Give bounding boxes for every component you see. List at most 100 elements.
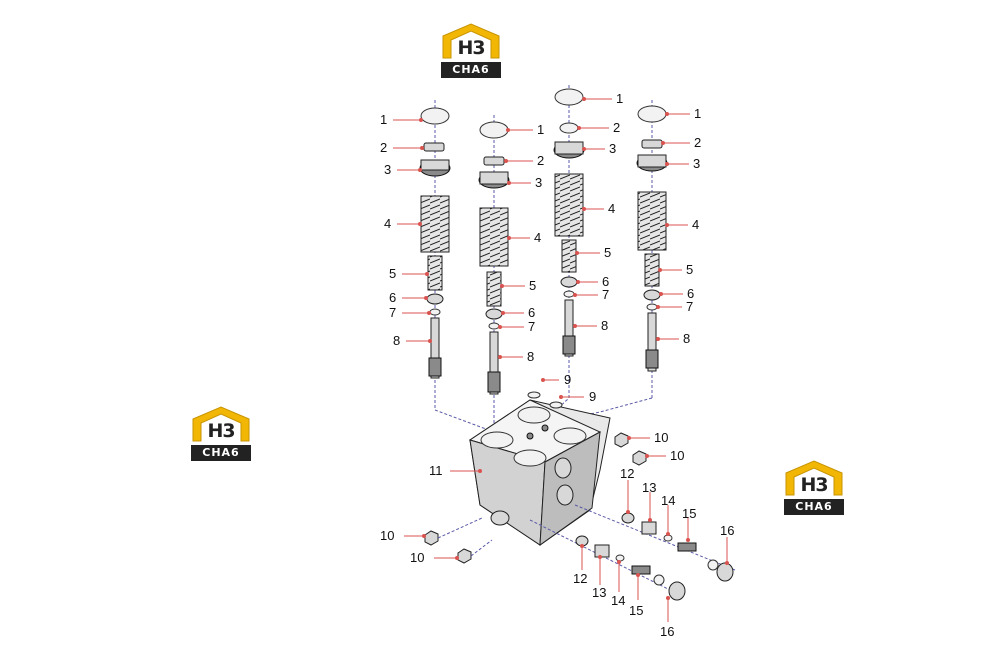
outer-spring: [637, 191, 667, 251]
callout-14: 14: [611, 593, 625, 608]
spool-end: [562, 335, 576, 355]
spring-seat-body: [637, 154, 667, 168]
pilot-hole: [526, 432, 534, 440]
callouts-column-a: 1 2 3 4 5 6 7 8: [380, 112, 432, 348]
callout-5: 5: [389, 266, 396, 281]
plug-seat: [549, 401, 563, 409]
logo-mark: H3: [207, 420, 235, 442]
spring-seat-body: [479, 171, 509, 185]
spring-seat-body: [554, 141, 584, 155]
logo-caption: CHA6: [441, 62, 501, 78]
poppet: [677, 542, 697, 552]
port: [517, 406, 551, 424]
logo-mark: H3: [800, 474, 828, 496]
valve-column-b: [478, 115, 510, 400]
port: [553, 427, 587, 445]
o-ring: [479, 121, 509, 139]
callout-15: 15: [682, 506, 696, 521]
logo-caption: CHA6: [784, 499, 844, 515]
outer-spring: [554, 173, 584, 237]
callout-6: 6: [687, 286, 694, 301]
callouts-column-d: 1 2 3 4 5 6 7 8: [656, 106, 701, 346]
o-ring: [554, 88, 584, 106]
ring: [615, 554, 625, 562]
callout-10: 10: [410, 550, 424, 565]
callout-8: 8: [527, 349, 534, 364]
front-port: [490, 510, 510, 526]
logo-mark: H3: [457, 37, 485, 59]
callout-7: 7: [389, 305, 396, 320]
callout-2: 2: [380, 140, 387, 155]
port: [513, 449, 547, 467]
retainer-plate: [559, 122, 579, 134]
callout-3: 3: [384, 162, 391, 177]
callout-2: 2: [694, 135, 701, 150]
callout-8: 8: [683, 331, 690, 346]
spool: [489, 331, 499, 395]
callout-6: 6: [602, 274, 609, 289]
callouts-column-b: 1 2 3 4 5 6 7 8: [498, 122, 544, 364]
callout-13: 13: [592, 585, 606, 600]
washer: [560, 276, 578, 288]
callout-11: 11: [429, 463, 443, 478]
callout-7: 7: [686, 299, 693, 314]
spool-end: [428, 357, 442, 377]
outer-spring: [479, 207, 509, 267]
spring-seat-body: [420, 159, 450, 171]
retainer-plate: [641, 139, 663, 149]
callout-10: 10: [654, 430, 668, 445]
callout-8: 8: [393, 333, 400, 348]
side-port: [554, 457, 572, 479]
callout-1: 1: [694, 106, 701, 121]
pilot-hole: [541, 424, 549, 432]
plug: [632, 450, 647, 466]
washer: [485, 308, 503, 320]
callout-7: 7: [528, 319, 535, 334]
house-roof-icon: [442, 23, 500, 59]
cap-plug: [668, 581, 686, 601]
outer-spring: [420, 195, 450, 253]
callout-12: 12: [573, 571, 587, 586]
plug-seat: [527, 391, 541, 399]
sleeve: [594, 544, 610, 558]
callout-16: 16: [660, 624, 674, 639]
shim: [488, 322, 500, 330]
valve-column-a: [419, 100, 451, 380]
inner-spring: [644, 253, 660, 287]
callout-9: 9: [589, 389, 596, 404]
plug: [614, 432, 629, 448]
callout-4: 4: [692, 217, 699, 232]
callout-1: 1: [537, 122, 544, 137]
callout-8: 8: [601, 318, 608, 333]
callout-15: 15: [629, 603, 643, 618]
callout-5: 5: [529, 278, 536, 293]
callouts-body: 9 9 11: [429, 372, 596, 478]
callout-6: 6: [389, 290, 396, 305]
relief-valve-upper: [574, 504, 736, 582]
callouts-upper-valve: 12 13 14 15 16: [620, 466, 734, 565]
port: [480, 431, 514, 449]
plugs: [424, 432, 647, 564]
sleeve: [641, 521, 657, 535]
callouts-plugs: 10 10 10 10: [380, 430, 684, 565]
cap-plug: [716, 562, 734, 582]
callout-9: 9: [564, 372, 571, 387]
brand-logo-top: H3 CHA6: [441, 22, 501, 78]
inner-spring: [427, 255, 443, 291]
washer: [643, 289, 661, 301]
house-roof-icon: [192, 406, 250, 442]
brand-logo-left: H3 CHA6: [191, 405, 251, 461]
spool-end: [487, 371, 501, 393]
washer: [426, 293, 444, 305]
callouts-lower-valve: 12 13 14 15 16: [573, 544, 674, 639]
callout-1: 1: [380, 112, 387, 127]
callout-2: 2: [613, 120, 620, 135]
inner-spring: [561, 239, 577, 273]
callout-6: 6: [528, 305, 535, 320]
poppet: [631, 565, 651, 575]
callout-12: 12: [620, 466, 634, 481]
o-ring: [420, 107, 450, 125]
callout-1: 1: [616, 91, 623, 106]
cap-seal: [707, 559, 719, 571]
